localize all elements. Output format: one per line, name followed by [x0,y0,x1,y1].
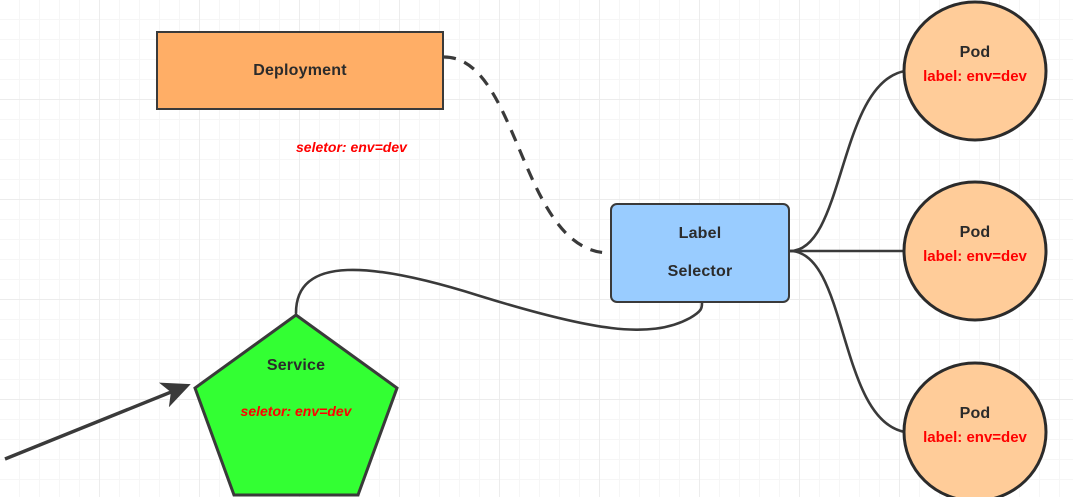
node-deployment[interactable]: Deployment [156,31,444,110]
pod-2-text-group: Pod label: env=dev [902,224,1048,265]
node-pod-1[interactable]: Pod label: env=dev [902,0,1048,142]
edge-label-selector-to-pod-3 [788,249,907,434]
pod-1-label: Pod [959,44,991,61]
deployment-label: Deployment [253,61,347,79]
node-label-selector[interactable]: Label Selector [610,203,790,303]
pod-ellipse-shape [902,180,1048,322]
service-label: Service [266,357,326,374]
pod-1-selector-text: label: env=dev [923,68,1027,85]
node-service[interactable]: Service seletor: env=dev [193,313,399,497]
pod-1-text-group: Pod label: env=dev [902,44,1048,85]
service-selector-text: seletor: env=dev [240,403,352,419]
service-pentagon-shape [193,313,399,497]
edge-deployment-to-label-selector [443,55,611,255]
pod-3-text-group: Pod label: env=dev [902,405,1048,446]
pod-2-label: Pod [959,224,991,241]
pod-ellipse-shape [902,361,1048,497]
service-text-group: Service seletor: env=dev [193,357,399,419]
node-pod-2[interactable]: Pod label: env=dev [902,180,1048,322]
edge-label-selector-to-pod-1 [788,69,907,253]
edge-incoming-traffic-to-service [4,382,191,461]
pod-3-label: Pod [959,405,991,422]
pod-ellipse-shape [902,0,1048,142]
deployment-selector-annotation: seletor: env=dev [296,139,407,155]
label-selector-label-line1: Label [678,225,722,242]
pod-2-selector-text: label: env=dev [923,248,1027,265]
label-selector-label-line2: Selector [667,263,733,280]
node-pod-3[interactable]: Pod label: env=dev [902,361,1048,497]
pod-3-selector-text: label: env=dev [923,429,1027,446]
